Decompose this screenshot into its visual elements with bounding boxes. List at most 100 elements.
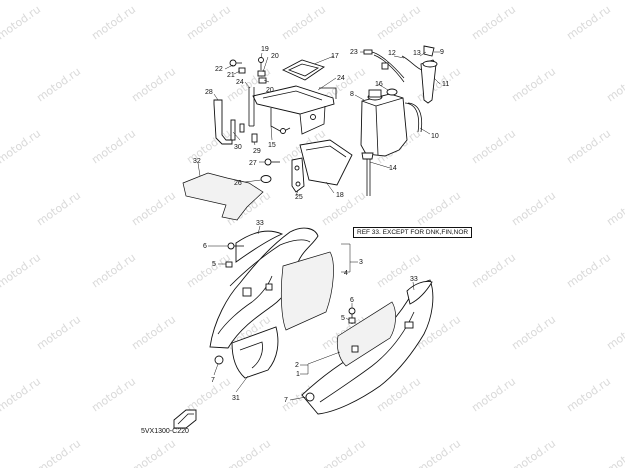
- callout-33-right: 33: [410, 276, 418, 283]
- watermark-text: motod.ru: [89, 3, 138, 43]
- collar-21: [238, 67, 246, 74]
- callout-24-right: 24: [337, 75, 345, 82]
- callout-17: 17: [331, 53, 339, 60]
- callout-19: 19: [261, 46, 269, 53]
- callout-22: 22: [215, 66, 223, 73]
- reference-note: REF 33. EXCEPT FOR DNK,FIN,NOR: [353, 227, 473, 238]
- diagram-code: 5VX1300-C220: [141, 428, 189, 435]
- callout-31: 31: [232, 395, 240, 402]
- watermark-text: motod.ru: [89, 375, 138, 415]
- watermark-text: motod.ru: [604, 313, 625, 353]
- watermark-text: motod.ru: [129, 65, 178, 105]
- watermark-text: motod.ru: [509, 437, 558, 468]
- bracket-25: [291, 157, 305, 193]
- callout-6-right: 6: [350, 297, 354, 304]
- callout-11: 11: [442, 81, 449, 88]
- callout-28: 28: [205, 89, 213, 96]
- watermark-text: motod.ru: [184, 127, 233, 167]
- watermark-text: motod.ru: [469, 3, 518, 43]
- watermark-text: motod.ru: [414, 437, 463, 468]
- callout-labels: 1 2 3 4 5 5 6 6 7 7 8 9 10 11 12 13 14 1…: [193, 46, 449, 404]
- battery-strap-32: [182, 172, 264, 221]
- callout-32: 32: [193, 158, 201, 165]
- fairing-33-right: [406, 281, 433, 305]
- callout-26: 26: [234, 180, 242, 187]
- grommet-7-left: [214, 355, 224, 365]
- leader-lines: [197, 51, 441, 401]
- small-cover-31: [231, 326, 279, 379]
- grommet-7-right: [305, 392, 315, 402]
- watermark-text: motod.ru: [34, 313, 83, 353]
- watermark-text: motod.ru: [374, 3, 423, 43]
- callout-27: 27: [249, 160, 257, 167]
- callout-2: 2: [295, 362, 299, 369]
- cover-18: [299, 139, 353, 186]
- side-cover-right-1: [301, 279, 434, 415]
- watermark-text: motod.ru: [0, 375, 43, 415]
- watermark-text: motod.ru: [129, 313, 178, 353]
- plate-17: [281, 59, 326, 81]
- cover-assembly: [260, 139, 353, 193]
- callout-10: 10: [431, 133, 439, 140]
- collar-5-left: [225, 261, 233, 268]
- watermark-text: motod.ru: [279, 3, 328, 43]
- reservoir-tank-assembly: [360, 45, 438, 196]
- watermark-text: motod.ru: [604, 189, 625, 229]
- watermark-text: motod.ru: [34, 189, 83, 229]
- watermark-text: motod.ru: [469, 251, 518, 291]
- callout-4: 4: [344, 270, 348, 277]
- watermark-text: motod.ru: [564, 3, 613, 43]
- callout-29: 29: [253, 148, 261, 155]
- watermark-text: motod.ru: [509, 65, 558, 105]
- watermark-text: motod.ru: [0, 251, 43, 291]
- watermark-text: motod.ru: [564, 375, 613, 415]
- mounting-bracket-assembly: [213, 57, 337, 145]
- nut-20: [257, 70, 267, 84]
- watermark-text: motod.ru: [509, 189, 558, 229]
- callout-13: 13: [413, 50, 421, 57]
- watermark-text: motod.ru: [184, 251, 233, 291]
- watermark-text: motod.ru: [89, 127, 138, 167]
- callout-6-left: 6: [203, 243, 207, 250]
- callout-7-left: 7: [211, 377, 215, 384]
- callout-21: 21: [227, 72, 235, 79]
- filler-neck-11: [420, 59, 437, 104]
- watermark-text: motod.ru: [34, 437, 83, 468]
- callout-30: 30: [234, 144, 242, 151]
- callout-20-upper: 20: [271, 53, 279, 60]
- fairing-33-left: [235, 230, 284, 263]
- callout-7-right: 7: [284, 397, 288, 404]
- callout-5-right: 5: [341, 315, 345, 322]
- watermark-text: motod.ru: [604, 65, 625, 105]
- watermark-text: motod.ru: [184, 3, 233, 43]
- bolt-22: [229, 59, 242, 67]
- callout-18: 18: [336, 192, 344, 199]
- callout-15: 15: [268, 142, 276, 149]
- callout-24-left: 24: [236, 79, 244, 86]
- watermark-text: motod.ru: [509, 313, 558, 353]
- watermark-text: motod.ru: [564, 127, 613, 167]
- callout-12: 12: [388, 50, 396, 57]
- hose-10: [404, 102, 420, 133]
- watermark-text: motod.ru: [34, 65, 83, 105]
- watermark-text: motod.ru: [604, 437, 625, 468]
- callout-1: 1: [296, 371, 300, 378]
- watermark-text: motod.ru: [414, 189, 463, 229]
- callout-16: 16: [375, 81, 383, 88]
- collar-5-right: [348, 317, 356, 324]
- reservoir-tank-8: [360, 93, 408, 157]
- watermark-text: motod.ru: [0, 127, 43, 167]
- emblem-panel-4: [280, 251, 334, 331]
- bracket-15: [248, 85, 337, 135]
- watermark-text: motod.ru: [469, 375, 518, 415]
- callout-9: 9: [440, 49, 444, 56]
- watermark-text: motod.ru: [129, 189, 178, 229]
- fitting-14: [361, 152, 374, 160]
- watermark-text: motod.ru: [89, 251, 138, 291]
- watermark-text: motod.ru: [184, 375, 233, 415]
- callout-8: 8: [350, 91, 354, 98]
- watermark-text: motod.ru: [129, 437, 178, 468]
- watermark-text: motod.ru: [469, 127, 518, 167]
